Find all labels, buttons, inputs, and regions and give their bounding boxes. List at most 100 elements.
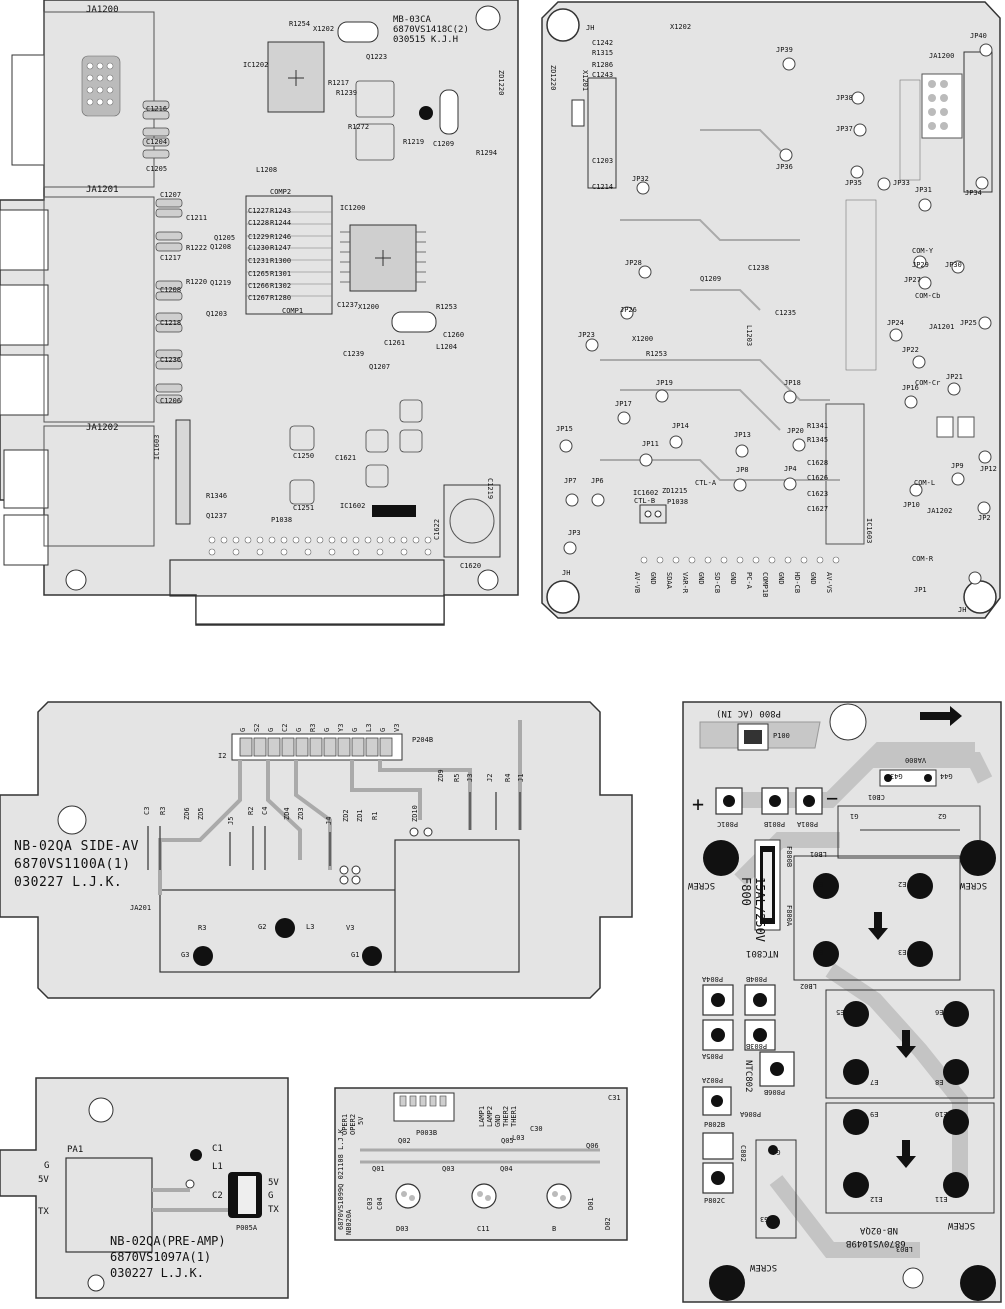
p801b-label: P801B: [764, 820, 786, 828]
plus-sign: +: [692, 792, 705, 816]
r1217-label: R1222: [186, 244, 208, 252]
p804b-label: P804B: [746, 975, 768, 983]
jp29-label: JP29: [912, 261, 929, 269]
right-ja1200: JA1200: [929, 52, 955, 60]
e7-label: E7: [870, 1078, 879, 1086]
jp33-label: JP33: [893, 179, 910, 187]
f800-label: F800: [739, 877, 753, 906]
c1204-label: C1216: [146, 105, 168, 113]
jp30-label: JP30: [945, 261, 962, 269]
jp17-label: JP17: [615, 400, 632, 408]
screw-label-tl: SCREW: [688, 880, 716, 890]
x1200-right: X1200: [632, 335, 654, 343]
jp27-label: JP27: [904, 276, 921, 284]
ja1201-label: JA1201: [86, 185, 119, 195]
led-c31: C31: [608, 1094, 621, 1102]
led-lamp1: LAMP1: [478, 1105, 486, 1127]
ic1202-label: IC1202: [243, 61, 269, 69]
r1233-label: C1211: [186, 214, 208, 222]
c1620-label: C1620: [460, 562, 482, 570]
l1208-label: L1208: [256, 166, 278, 174]
com-l-label: COM-L: [914, 479, 936, 487]
e5-label: E5: [836, 1008, 845, 1016]
jp2-label: JP2: [978, 514, 991, 522]
c1227-label: R1243: [270, 207, 292, 215]
e8-label: E8: [935, 1078, 944, 1086]
e3-label: E3: [898, 948, 907, 956]
jp12-label: JP12: [980, 465, 997, 473]
com-cr-label: COM-Cr: [915, 379, 941, 387]
c1251-label: C1251: [293, 504, 315, 512]
right-board: [541, 1, 1001, 619]
comp2-label: COMP2: [270, 188, 292, 196]
c1230-label: R1247: [270, 244, 292, 252]
sideav-r2: R2: [247, 806, 255, 815]
q1237-label: Q1237: [206, 512, 228, 520]
sideav-j3: J3: [466, 773, 474, 782]
hdr-pin-1: G: [239, 727, 247, 732]
c1233-right: C1238: [748, 264, 770, 272]
pin-av-vb: AV-VB: [633, 572, 641, 594]
led-r09: C03: [366, 1197, 374, 1210]
sideav-r5: R5: [453, 773, 461, 782]
c1623-right: CTL-A: [695, 479, 717, 487]
comp1-label: COMP1: [282, 307, 304, 315]
x1200-label: X1200: [358, 303, 380, 311]
r1244-label: C1229: [248, 233, 270, 241]
led-ther2: THER2: [502, 1105, 510, 1127]
jp3-label: JP3: [568, 529, 581, 537]
pre-left-5v: 5V: [38, 1175, 49, 1185]
jp34-label: JP34: [965, 189, 982, 197]
pin-sd-cb: SD-CB: [713, 572, 721, 594]
pin-gnd-2: GND: [697, 572, 705, 585]
r1247-label: C1231: [248, 257, 270, 265]
pin-var-r: VAR-R: [681, 572, 689, 594]
led-c30: C30: [530, 1125, 543, 1133]
l1-label: L1: [212, 1162, 223, 1172]
ic1200-label: IC1200: [340, 204, 366, 212]
g1-label: G1: [850, 812, 859, 820]
sideav-title-2: 6870VS1100A(1): [14, 857, 131, 872]
c1250-label: C1250: [293, 452, 315, 460]
pin-gnd-5: GND: [809, 572, 817, 585]
sideav-c3: C3: [143, 806, 151, 815]
preamp-title-2: 6870VS1097A(1): [110, 1250, 212, 1264]
power-board: [682, 701, 1002, 1303]
jp32-label: JP32: [632, 175, 649, 183]
pre-right-g: G: [268, 1191, 274, 1201]
g44-label: G44: [940, 772, 953, 780]
hdr-pin-4: C2: [281, 723, 289, 732]
led-p003b: P003B: [416, 1129, 438, 1137]
sideav-zd6: ZD6: [183, 807, 191, 820]
right-jh-bl: JH: [562, 569, 571, 577]
c1207-label: C1217: [160, 254, 182, 262]
r1286-right: R1286: [592, 61, 614, 69]
jp9-label: JP9: [951, 462, 964, 470]
com-cb-label: COM-Cb: [915, 292, 941, 300]
l1204-label: L1204: [436, 343, 458, 351]
jp13-label: JP13: [734, 431, 751, 439]
c1203-right: C1203: [592, 157, 614, 165]
pin-gnd-1: GND: [649, 572, 657, 585]
hdr-pin-11: G: [379, 727, 387, 732]
power-model: NB-02QA: [860, 1225, 898, 1235]
hdr-pin-7: G: [323, 727, 331, 732]
x1202-right: X1202: [670, 23, 692, 31]
jp19-label: JP19: [656, 379, 673, 387]
c1628-right: C1623: [807, 490, 829, 498]
r1344-right: C1628: [807, 459, 829, 467]
p801a-label: P801A: [797, 820, 819, 828]
c1231-label: R1300: [270, 257, 292, 265]
pre-right-5v: 5V: [268, 1178, 279, 1188]
led-d03: B: [552, 1225, 557, 1233]
r1253-label: Q1207: [369, 363, 391, 371]
jp35-label: JP35: [845, 179, 862, 187]
x1201-right: X1201: [581, 70, 589, 92]
c1232-right: C1235: [775, 309, 797, 317]
jp1-label: JP1: [914, 586, 927, 594]
r1293-label: R1294: [476, 149, 498, 157]
r1302-label: C1267: [248, 294, 270, 302]
p804a-label: P804A: [702, 975, 724, 983]
e6-label: E6: [935, 1008, 944, 1016]
